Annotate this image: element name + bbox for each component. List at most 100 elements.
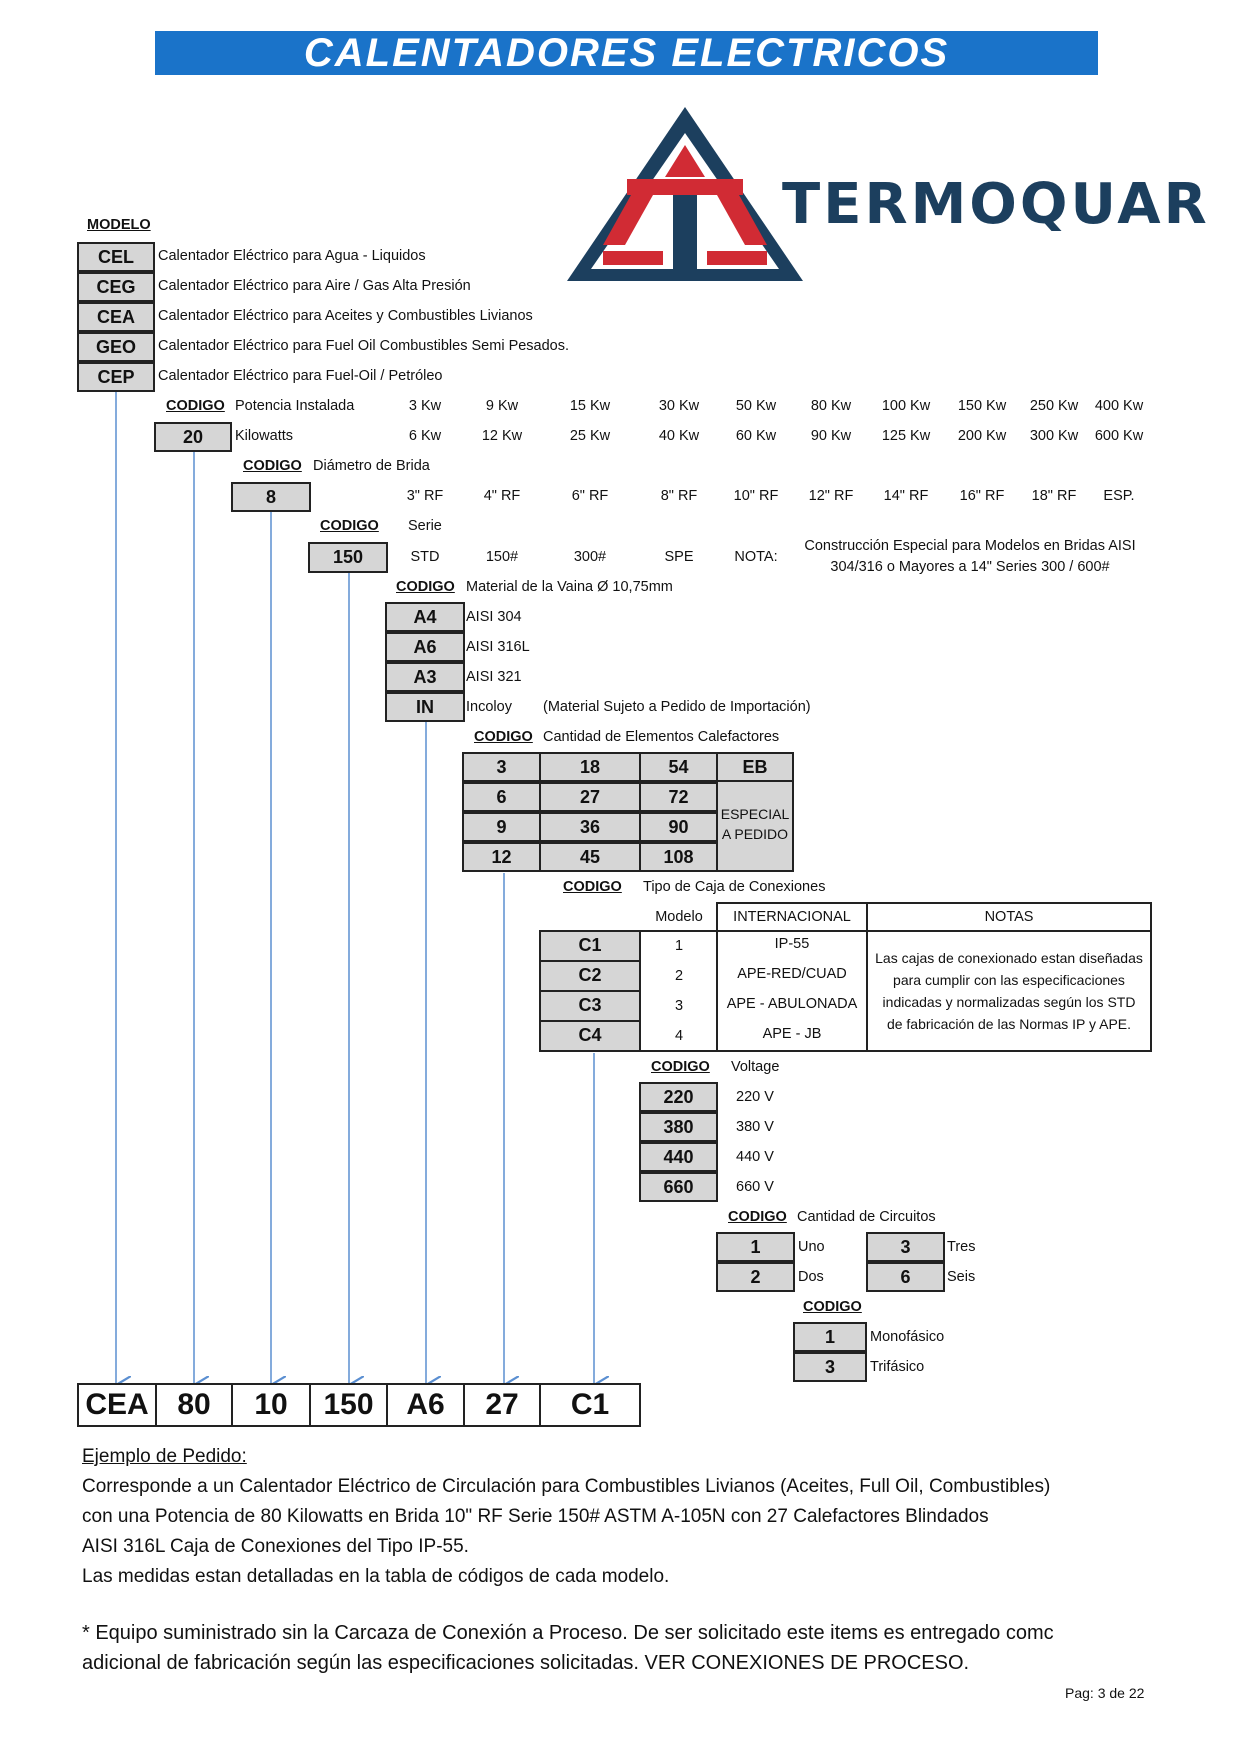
serie-title: Serie bbox=[408, 518, 442, 534]
caja-notas-line: indicadas y normalizadas según los STD bbox=[882, 994, 1136, 1010]
ejemplo-codigo-cell: C1 bbox=[539, 1383, 641, 1427]
potencia-value: 250 Kw bbox=[1029, 398, 1079, 414]
vaina-note: (Material Sujeto a Pedido de Importación… bbox=[543, 699, 811, 715]
elementos-cell: 36 bbox=[539, 812, 641, 842]
elementos-cell: 18 bbox=[539, 752, 641, 782]
circuitos-title: Cantidad de Circuitos bbox=[797, 1209, 936, 1225]
modelo-code: CEL bbox=[77, 242, 155, 272]
circuitos-label: CODIGO bbox=[728, 1209, 787, 1225]
caja-modelo: 3 bbox=[674, 998, 684, 1014]
caja-int: APE - ABULONADA bbox=[726, 996, 858, 1012]
caja-code: C1 bbox=[539, 932, 641, 962]
elementos-eb: EB bbox=[716, 752, 794, 782]
voltage-desc: 440 V bbox=[736, 1149, 774, 1165]
vaina-title: Material de la Vaina Ø 10,75mm bbox=[466, 579, 673, 595]
serie-nota-line: 304/316 o Mayores a 14" Series 300 / 600… bbox=[830, 559, 1110, 575]
voltage-desc: 380 V bbox=[736, 1119, 774, 1135]
elementos-cell: 12 bbox=[462, 842, 541, 872]
ejemplo-line: Corresponde a un Calentador Eléctrico de… bbox=[82, 1476, 1051, 1497]
voltage-desc: 660 V bbox=[736, 1179, 774, 1195]
elementos-cell: 108 bbox=[639, 842, 718, 872]
vaina-desc: AISI 316L bbox=[466, 639, 530, 655]
circuitos-desc: Tres bbox=[947, 1239, 976, 1255]
circuitos-code: 1 bbox=[716, 1232, 795, 1262]
brida-value: 6" RF bbox=[571, 488, 609, 504]
serie-value: STD bbox=[410, 549, 440, 565]
potencia-value: 30 Kw bbox=[658, 398, 700, 414]
elementos-cell: 45 bbox=[539, 842, 641, 872]
circuitos-desc: Seis bbox=[947, 1269, 976, 1285]
caja-divider bbox=[716, 930, 718, 1052]
caja-divider bbox=[866, 930, 868, 1052]
potencia-value: 125 Kw bbox=[881, 428, 931, 444]
brida-value: 4" RF bbox=[483, 488, 521, 504]
ejemplo-codigo-cell: 10 bbox=[231, 1383, 311, 1427]
caja-int: APE - JB bbox=[762, 1026, 822, 1042]
caja-title: Tipo de Caja de Conexiones bbox=[643, 879, 826, 895]
vaina-desc: Incoloy bbox=[466, 699, 512, 715]
potencia-code: 20 bbox=[154, 422, 232, 452]
footnote-line: * Equipo suministrado sin la Carcaza de … bbox=[82, 1622, 1054, 1644]
elementos-cell: 72 bbox=[639, 782, 718, 812]
potencia-value: 12 Kw bbox=[481, 428, 523, 444]
potencia-value: 200 Kw bbox=[957, 428, 1007, 444]
caja-modelo: 4 bbox=[674, 1028, 684, 1044]
potencia-value: 100 Kw bbox=[881, 398, 931, 414]
potencia-value: 15 Kw bbox=[569, 398, 611, 414]
voltage-code: 660 bbox=[639, 1172, 718, 1202]
brida-title: Diámetro de Brida bbox=[313, 458, 430, 474]
caja-int: APE-RED/CUAD bbox=[737, 966, 847, 982]
potencia-value: 300 Kw bbox=[1029, 428, 1079, 444]
elementos-cell: 6 bbox=[462, 782, 541, 812]
caja-head-notas: NOTAS bbox=[866, 902, 1152, 932]
brida-value: 18" RF bbox=[1031, 488, 1077, 504]
ejemplo-codigo-cell: 80 bbox=[155, 1383, 233, 1427]
elementos-cell: 27 bbox=[539, 782, 641, 812]
modelo-desc: Calentador Eléctrico para Agua - Liquido… bbox=[158, 248, 426, 264]
elementos-label: CODIGO bbox=[474, 729, 533, 745]
brida-code: 8 bbox=[231, 482, 311, 512]
voltage-code: 220 bbox=[639, 1082, 718, 1112]
voltage-label: CODIGO bbox=[651, 1059, 710, 1075]
potencia-value: 400 Kw bbox=[1094, 398, 1144, 414]
fase-code: 3 bbox=[793, 1352, 867, 1382]
caja-int: IP-55 bbox=[774, 936, 810, 952]
vaina-code: IN bbox=[385, 692, 465, 722]
elementos-cell: 54 bbox=[639, 752, 718, 782]
vaina-label: CODIGO bbox=[396, 579, 455, 595]
caja-code: C2 bbox=[539, 962, 641, 992]
vaina-code: A3 bbox=[385, 662, 465, 692]
potencia-value: 600 Kw bbox=[1094, 428, 1144, 444]
voltage-code: 440 bbox=[639, 1142, 718, 1172]
vaina-code: A4 bbox=[385, 602, 465, 632]
caja-code: C3 bbox=[539, 992, 641, 1022]
caja-body bbox=[539, 930, 1152, 1052]
potencia-value: 3 Kw bbox=[408, 398, 442, 414]
modelo-code: CEG bbox=[77, 272, 155, 302]
voltage-code: 380 bbox=[639, 1112, 718, 1142]
potencia-value: 50 Kw bbox=[735, 398, 777, 414]
potencia-title: Potencia Instalada bbox=[235, 398, 355, 414]
brida-value: 8" RF bbox=[660, 488, 698, 504]
ejemplo-line: Las medidas estan detalladas en la tabla… bbox=[82, 1566, 670, 1587]
brida-value: 12" RF bbox=[808, 488, 854, 504]
ejemplo-codigo-cell: CEA bbox=[77, 1383, 157, 1427]
ejemplo-codigo-cell: 150 bbox=[309, 1383, 388, 1427]
elementos-especial-line: ESPECIAL bbox=[720, 806, 790, 822]
potencia-label: CODIGO bbox=[166, 398, 225, 414]
potencia-value: 60 Kw bbox=[735, 428, 777, 444]
modelo-desc: Calentador Eléctrico para Fuel-Oil / Pet… bbox=[158, 368, 443, 384]
modelo-desc: Calentador Eléctrico para Aire / Gas Alt… bbox=[158, 278, 471, 294]
circuitos-desc: Dos bbox=[798, 1269, 824, 1285]
brida-value: 3" RF bbox=[406, 488, 444, 504]
serie-label: CODIGO bbox=[320, 518, 379, 534]
ejemplo-codigo-cell: A6 bbox=[386, 1383, 465, 1427]
modelo-label: MODELO bbox=[87, 217, 151, 233]
serie-nota-label: NOTA: bbox=[734, 549, 778, 565]
elementos-cell: 9 bbox=[462, 812, 541, 842]
potencia-value: 80 Kw bbox=[810, 398, 852, 414]
circuitos-desc: Uno bbox=[798, 1239, 825, 1255]
serie-code: 150 bbox=[308, 542, 388, 573]
fase-desc: Trifásico bbox=[870, 1359, 925, 1375]
